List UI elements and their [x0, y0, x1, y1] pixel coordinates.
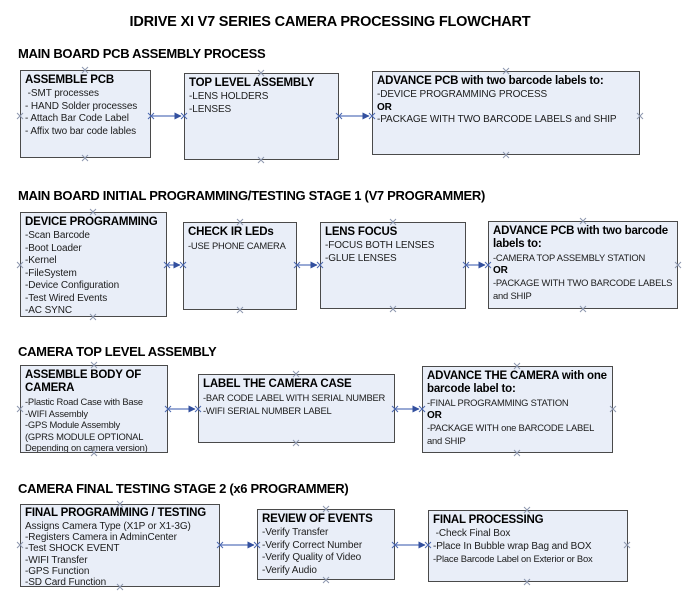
box-final-processing: FINAL PROCESSING -Check Final Box -Place… [428, 510, 628, 582]
box-line: -GPS Module Assembly [25, 419, 120, 430]
box-title: FINAL PROCESSING [433, 514, 544, 526]
box-line: Depending on camera version) [25, 442, 148, 453]
box-line: -BAR CODE LABEL WITH SERIAL NUMBER [203, 392, 386, 403]
box-line: -WIFI Transfer [25, 554, 88, 566]
section-heading-camera-top-assembly: CAMERA TOP LEVEL ASSEMBLY [18, 344, 217, 359]
box-line: -GLUE LENSES [325, 252, 397, 264]
box-line: -FINAL PROGRAMMING STATION [427, 397, 569, 408]
box-line: -Verify Correct Number [262, 539, 363, 551]
box-line: -Test SHOCK EVENT [25, 543, 120, 555]
box-title: ADVANCE THE CAMERA with one barcode labe… [427, 370, 607, 395]
box-line: -Verify Quality of Video [262, 552, 362, 563]
box-line: -AC SYNC [25, 305, 72, 316]
box-lens-focus: LENS FOCUS -FOCUS BOTH LENSES -GLUE LENS… [320, 222, 466, 309]
box-line: -LENS HOLDERS [189, 91, 269, 102]
box-title: FINAL PROGRAMMING / TESTING [25, 507, 206, 519]
box-line: -FileSystem [25, 267, 77, 279]
box-line: -PACKAGE WITH TWO BARCODE LABELS and SHI… [377, 114, 617, 125]
section-heading-pcb-assembly: MAIN BOARD PCB ASSEMBLY PROCESS [18, 46, 266, 61]
box-line: Assigns Camera Type (X1P or X1-3G) [25, 521, 191, 532]
box-check-ir-leds: CHECK IR LEDs -USE PHONE CAMERA [183, 222, 297, 310]
box-line: -WIFI SERIAL NUMBER LABEL [203, 404, 332, 416]
box-line: -WIFI Assembly [25, 407, 88, 419]
box-line: -Plastic Road Case with Base [25, 396, 143, 407]
box-line: -Test Wired Events [25, 292, 108, 304]
box-line: -Verify Transfer [262, 527, 329, 538]
box-title: REVIEW OF EVENTS [262, 513, 373, 525]
box-label-camera-case: LABEL THE CAMERA CASE -BAR CODE LABEL WI… [198, 374, 395, 443]
box-title: ADVANCE PCB with two barcode labels to: [493, 225, 669, 250]
box-line: -PACKAGE WITH one BARCODE LABEL and SHIP [427, 422, 597, 446]
box-review-of-events: REVIEW OF EVENTS -Verify Transfer -Verif… [257, 509, 395, 580]
box-line: -DEVICE PROGRAMMING PROCESS [377, 89, 548, 100]
box-line: -Boot Loader [25, 242, 82, 254]
box-line: - HAND Solder processes [25, 100, 138, 112]
box-line: -Verify Audio [262, 564, 317, 576]
box-assemble-body: ASSEMBLE BODY OF CAMERA -Plastic Road Ca… [20, 365, 168, 453]
box-title: CHECK IR LEDs [188, 226, 274, 238]
box-line: -Place In Bubble wrap Bag and BOX [433, 540, 592, 552]
box-line: OR [493, 264, 508, 276]
box-title: DEVICE PROGRAMMING [25, 216, 158, 228]
box-advance-pcb-2: ADVANCE PCB with two barcode labels to: … [488, 221, 678, 309]
box-line: -FOCUS BOTH LENSES [325, 240, 435, 251]
box-line: -CAMERA TOP ASSEMBLY STATION [493, 252, 646, 263]
box-line: -PACKAGE WITH TWO BARCODE LABELS and SHI… [493, 277, 675, 301]
section-heading-stage1: MAIN BOARD INITIAL PROGRAMMING/TESTING S… [18, 188, 485, 203]
box-assemble-pcb: ASSEMBLE PCB -SMT processes - HAND Solde… [20, 70, 151, 158]
box-title: TOP LEVEL ASSEMBLY [189, 77, 315, 89]
box-advance-pcb-1: ADVANCE PCB with two barcode labels to: … [372, 71, 640, 155]
box-line: -LENSES [189, 103, 232, 115]
box-line: -Registers Camera in AdminCenter [25, 532, 177, 544]
box-line: -Scan Barcode [25, 230, 90, 241]
box-title: LABEL THE CAMERA CASE [203, 378, 352, 390]
box-title: ASSEMBLE BODY OF CAMERA [25, 369, 142, 394]
box-top-level-assembly: TOP LEVEL ASSEMBLY -LENS HOLDERS -LENSES [184, 73, 339, 160]
box-line: -Place Barcode Label on Exterior or Box [433, 553, 593, 564]
box-title: ASSEMBLE PCB [25, 74, 114, 86]
box-device-programming: DEVICE PROGRAMMING -Scan Barcode -Boot L… [20, 212, 167, 317]
flowchart-title: IDRIVE XI V7 SERIES CAMERA PROCESSING FL… [129, 14, 531, 30]
box-line: -SMT processes [25, 88, 99, 99]
box-line: (GPRS MODULE OPTIONAL [25, 430, 144, 442]
box-line: -Kernel [25, 255, 57, 266]
box-line: OR [377, 101, 392, 113]
box-line: - Attach Bar Code Label [25, 113, 129, 124]
box-final-programming-testing: FINAL PROGRAMMING / TESTING Assigns Came… [20, 504, 220, 587]
box-line: - Affix two bar code lables [25, 125, 137, 137]
box-line: -Device Configuration [25, 280, 120, 291]
box-line: -USE PHONE CAMERA [188, 240, 286, 251]
box-title: LENS FOCUS [325, 226, 398, 238]
box-line: -GPS Function [25, 565, 90, 577]
section-heading-final-testing: CAMERA FINAL TESTING STAGE 2 (x6 PROGRAM… [18, 481, 349, 496]
box-line: -Check Final Box [433, 528, 511, 539]
box-advance-camera: ADVANCE THE CAMERA with one barcode labe… [422, 366, 613, 453]
box-title: ADVANCE PCB with two barcode labels to: [377, 75, 604, 87]
box-line: -SD Card Function [25, 577, 107, 587]
box-line: OR [427, 409, 442, 421]
